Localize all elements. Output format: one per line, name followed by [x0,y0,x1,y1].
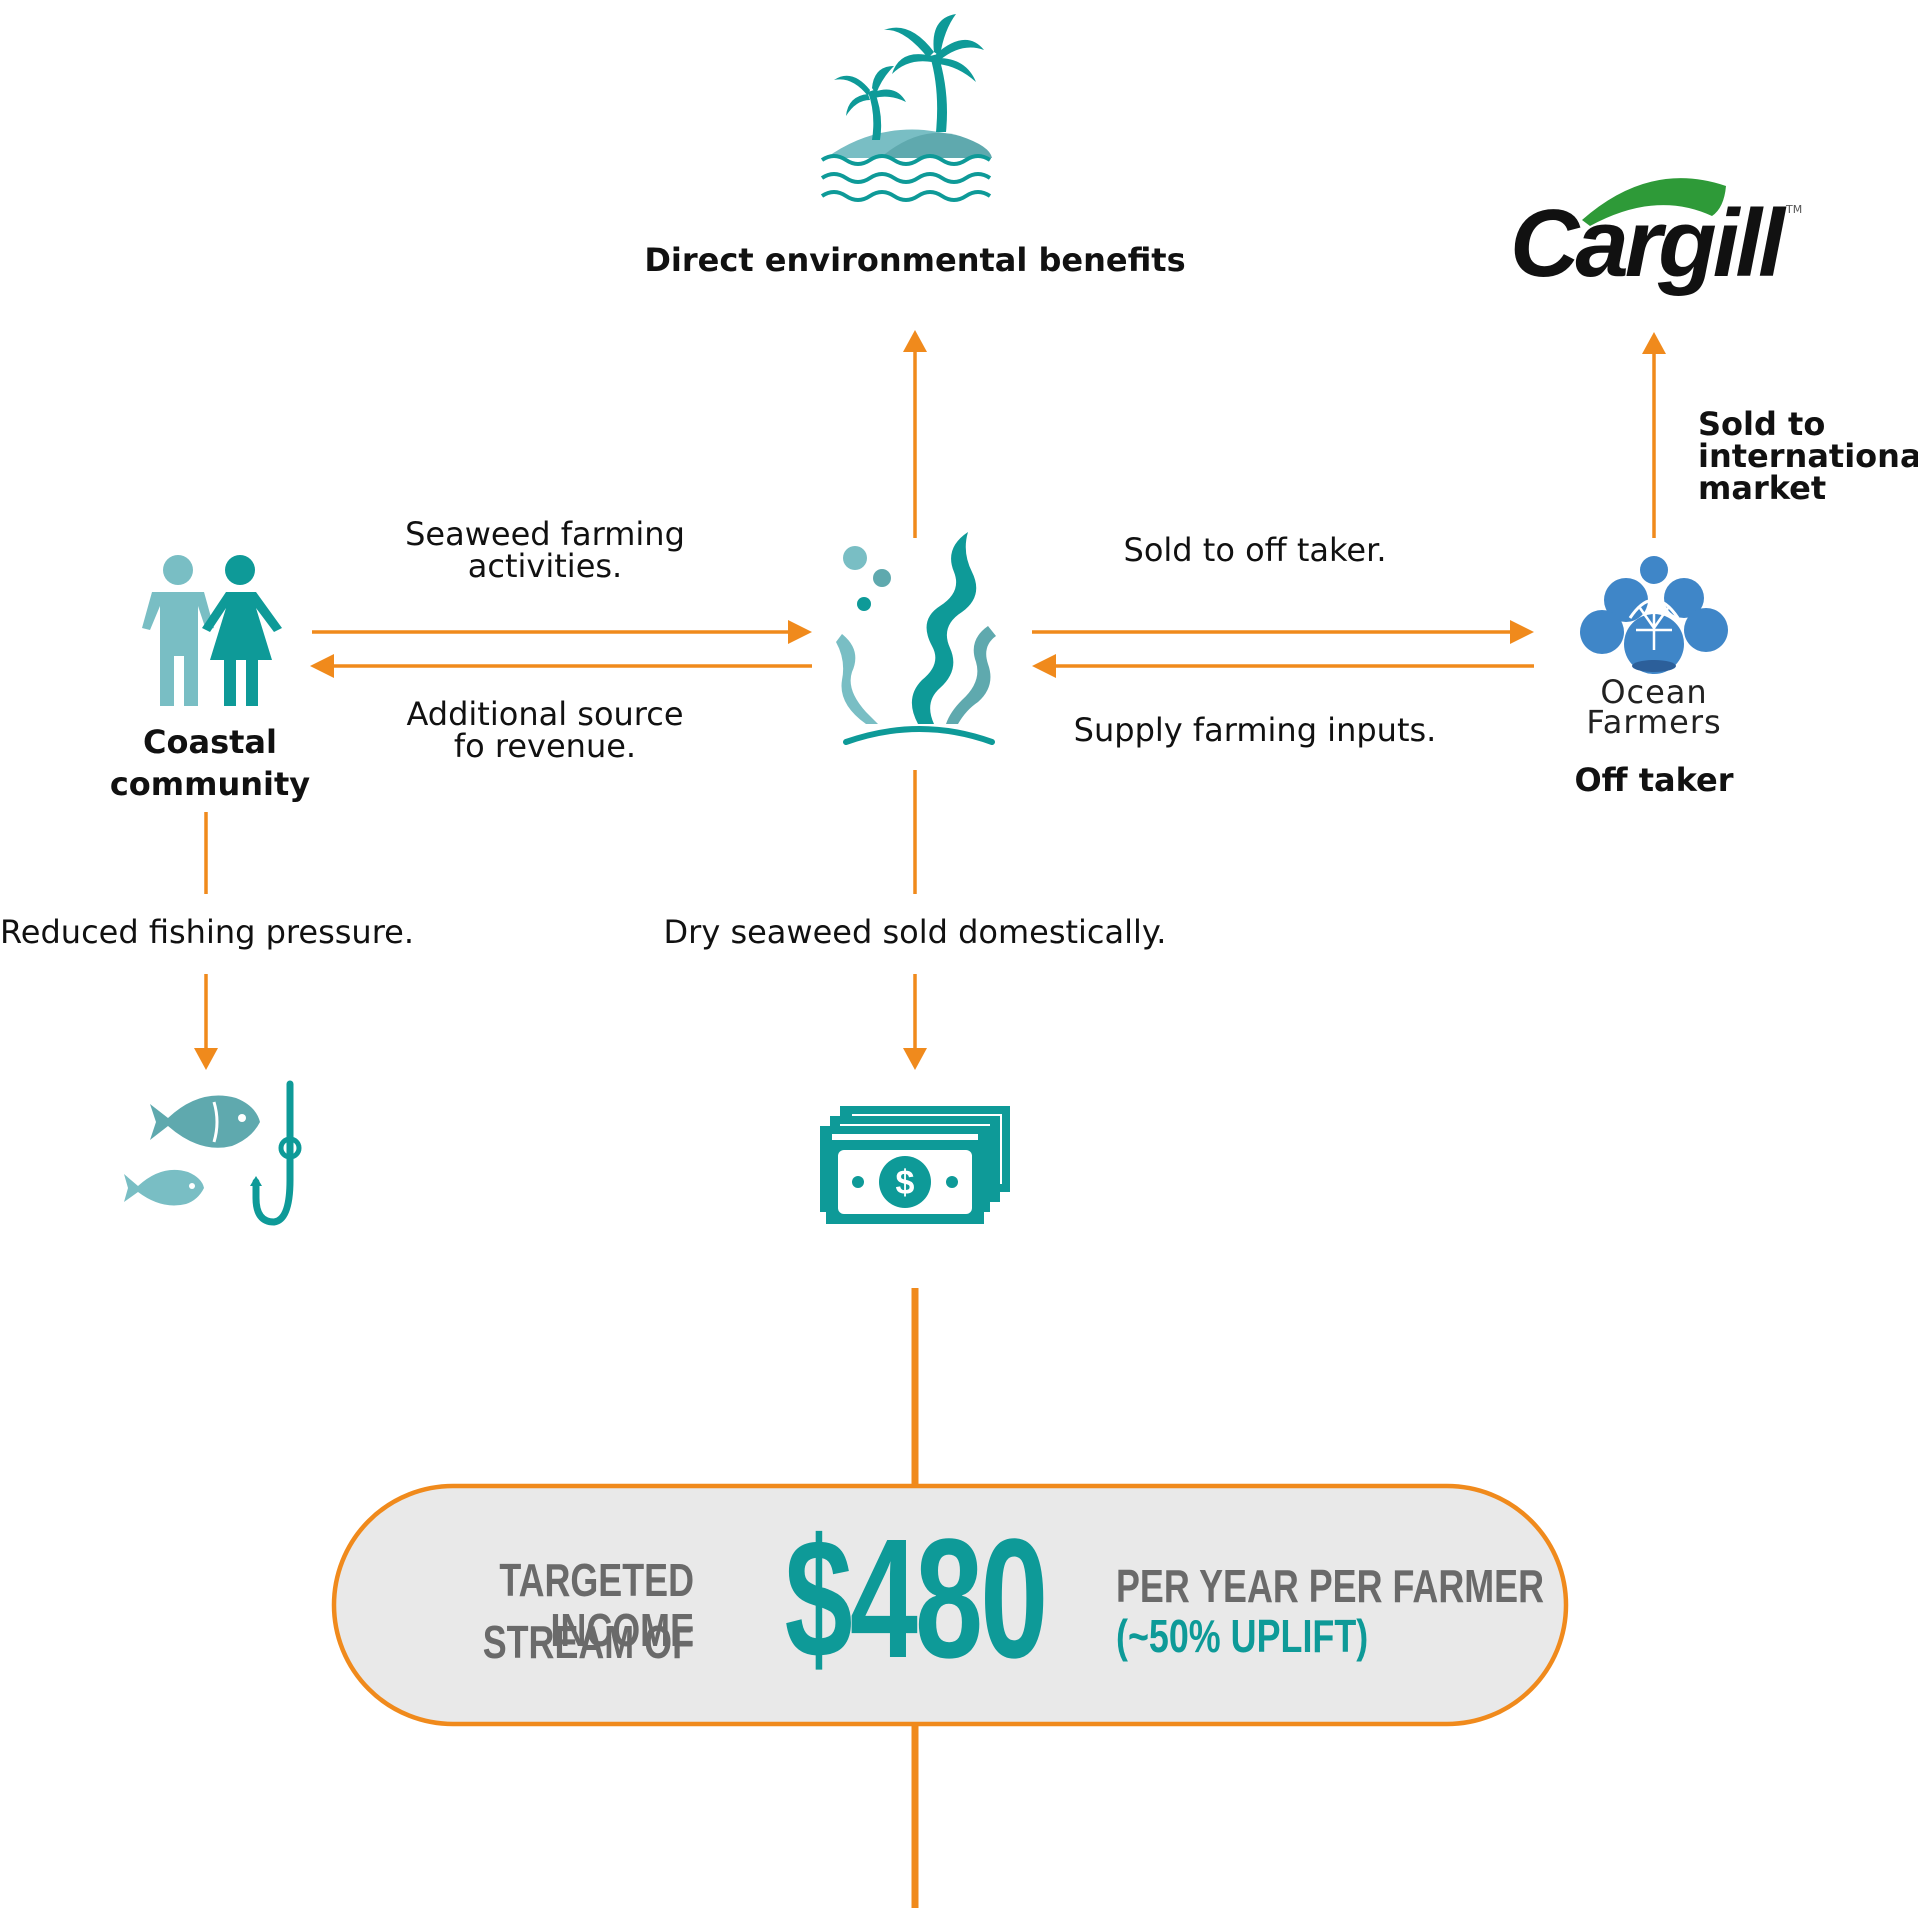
edge-label-international-line1: Sold to [1698,405,1826,443]
cargill-trademark: TM [1786,203,1803,216]
edge-label-revenue-line2: fo revenue. [453,727,637,765]
income-amount: $480 [784,1504,1049,1694]
income-right-line2: (~50% UPLIFT) [1116,1610,1369,1662]
edge-label-farming-line2: activities. [467,547,623,585]
edge-label-international-line2: international [1698,437,1918,475]
income-right-line1: PER YEAR PER FARMER [1116,1560,1544,1612]
edge-label-revenue-line1: Additional source [406,695,684,733]
arrowhead-seaweed-left [788,620,812,644]
arrowhead-cargill [1642,332,1666,354]
arrowhead-environment [903,330,927,352]
arrowhead-money [903,1048,927,1070]
community-label-line1: Coastal [143,723,277,761]
income-left-line2: STREAM OF [482,1616,694,1668]
edge-label-domestic: Dry seaweed sold domestically. [663,913,1167,951]
arrowhead-community [310,654,334,678]
income-left-line1: TARGETED INCOME [499,1554,694,1656]
cargill-logo-text: Cargill [1510,190,1785,297]
arrowhead-offtaker [1510,620,1534,644]
community-label-line2: community [109,765,311,803]
ocean-farmers-logo-line2: Farmers [1586,703,1722,741]
edge-label-sold-offtaker: Sold to off taker. [1123,531,1387,569]
offtaker-label: Off taker [1574,761,1734,799]
arrowhead-fishing [194,1048,218,1070]
income-box [331,1483,1569,1727]
edge-label-international-line3: market [1698,469,1827,507]
environment-label: Direct environmental benefits [644,241,1186,279]
arrowhead-seaweed-right [1032,654,1056,678]
edge-label-farming-line1: Seaweed farming [405,515,685,553]
ocean-farmers-logo-line1: Ocean [1600,673,1708,711]
edge-label-supply-inputs: Supply farming inputs. [1073,711,1437,749]
edge-label-fishing: Reduced fishing pressure. [0,913,414,951]
